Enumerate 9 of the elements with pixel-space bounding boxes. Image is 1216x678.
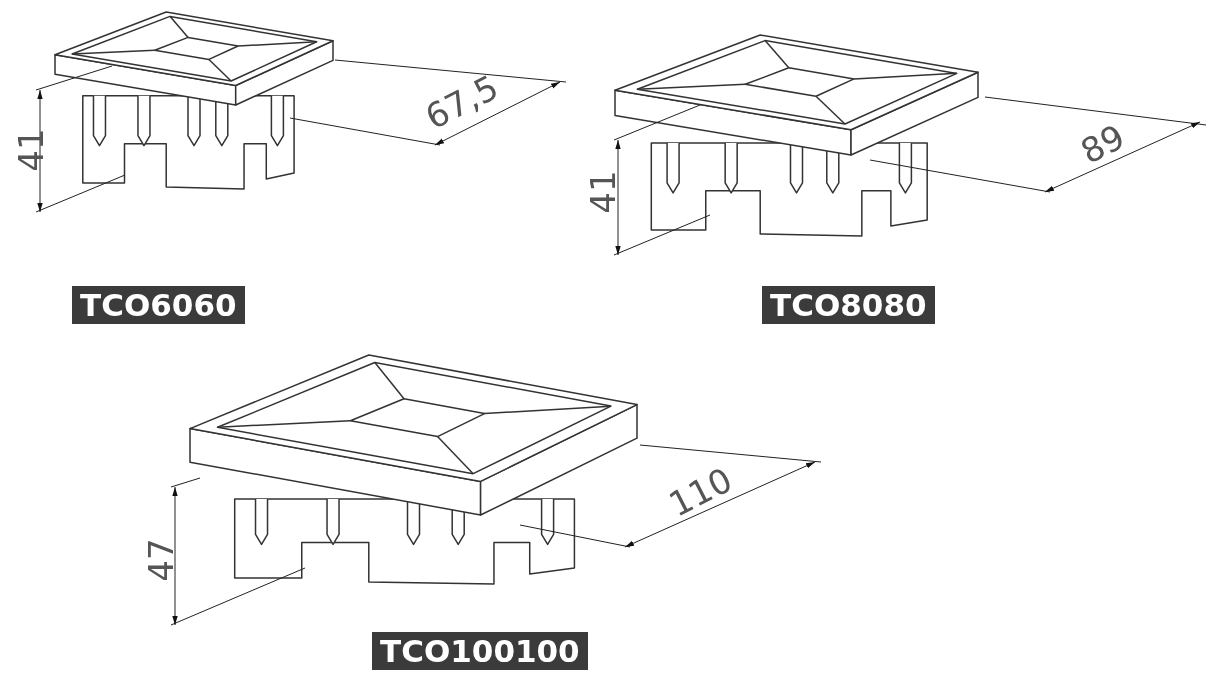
dimension-value: 67,5: [420, 69, 504, 135]
part-number-label: TCO8080: [762, 286, 935, 325]
dimension-value: 41: [13, 128, 48, 172]
dimension-value: 89: [1075, 119, 1130, 169]
dimension-value: 47: [143, 538, 178, 582]
part-number-label: TCO100100: [372, 632, 588, 671]
part-number-label: TCO6060: [72, 286, 245, 325]
dimension-value: 110: [663, 462, 737, 522]
dimension-value: 41: [585, 170, 620, 214]
